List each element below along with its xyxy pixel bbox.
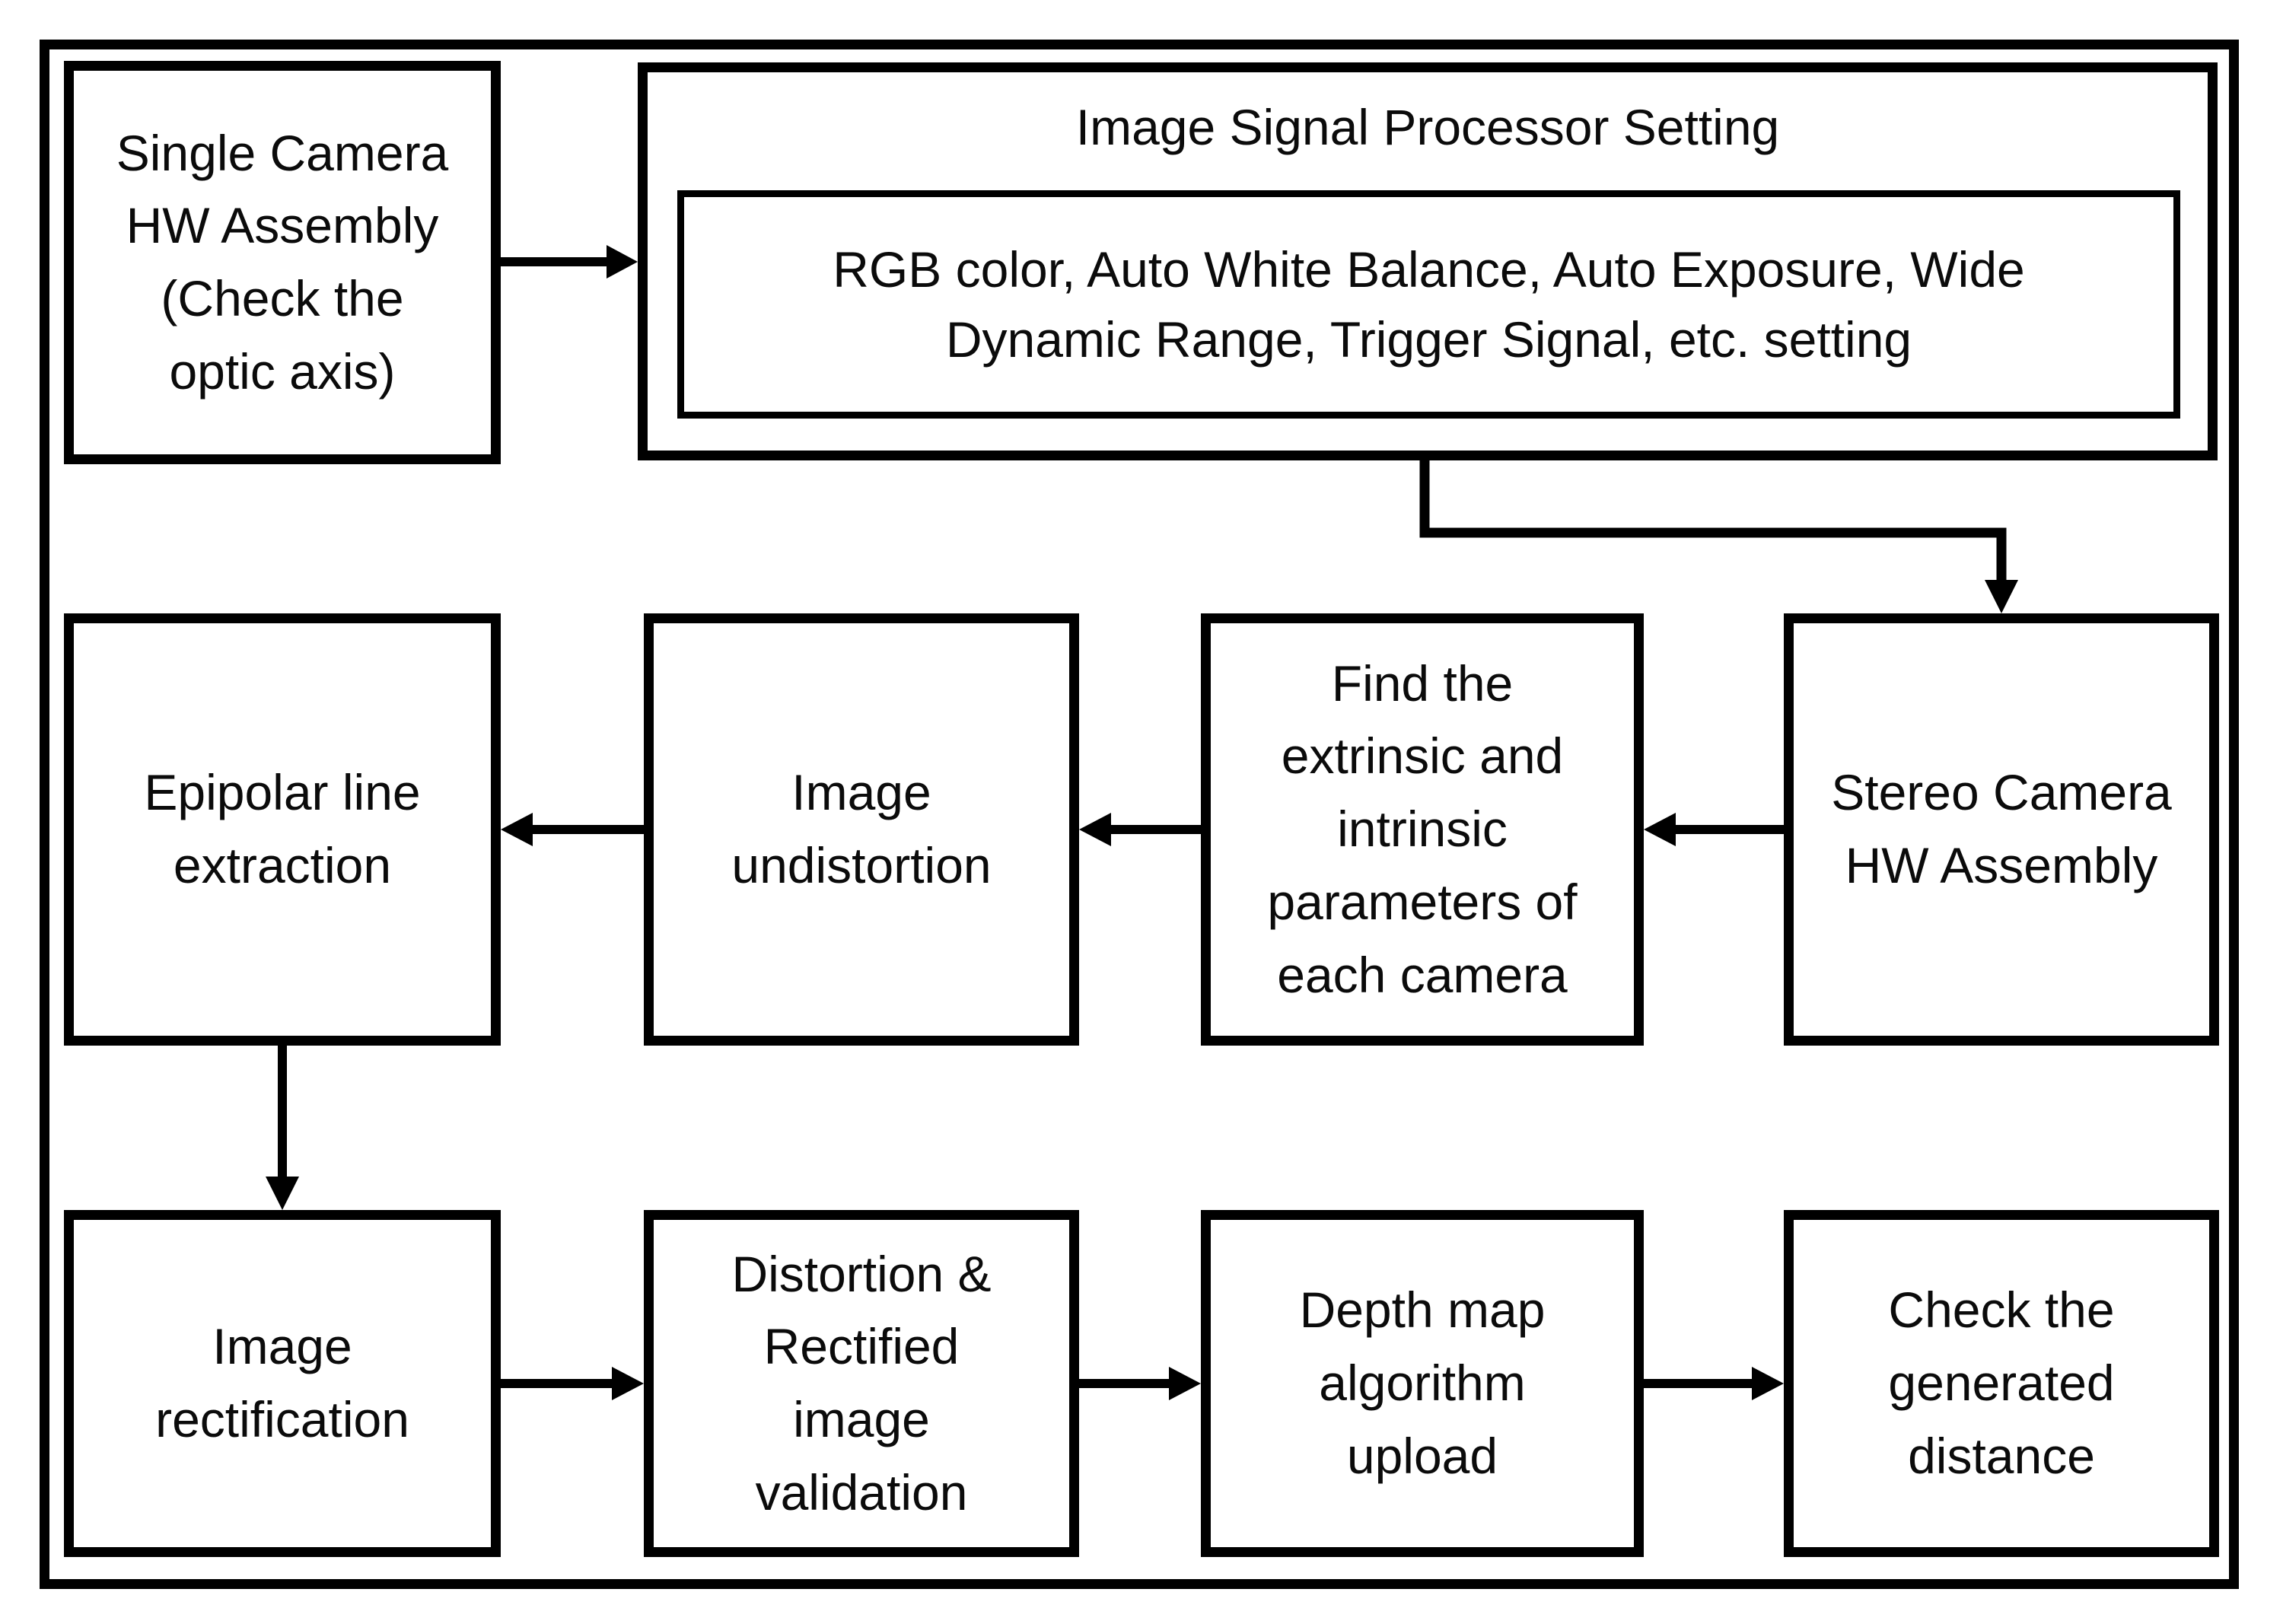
node-image-rectification: Image rectification [64,1210,501,1557]
node-check-distance: Check the generated distance [1784,1210,2219,1557]
node-find-parameters: Find the extrinsic and intrinsic paramet… [1201,613,1644,1046]
node-single-camera-hw-assembly: Single Camera HW Assembly (Check the opt… [64,61,501,464]
node-stereo-camera-hw-assembly: Stereo Camera HW Assembly [1784,613,2219,1046]
isp-setting-detail-box: RGB color, Auto White Balance, Auto Expo… [677,190,2180,419]
node-epipolar-line-extraction: Epipolar line extraction [64,613,501,1046]
diagram-border [40,40,2239,1589]
node-isp-setting: Image Signal Processor Setting RGB color… [638,62,2218,460]
isp-setting-title: Image Signal Processor Setting [1075,99,1780,155]
node-depth-map-upload: Depth map algorithm upload [1201,1210,1644,1557]
node-distortion-validation: Distortion & Rectified image validation [644,1210,1079,1557]
node-image-undistortion: Image undistortion [644,613,1079,1046]
